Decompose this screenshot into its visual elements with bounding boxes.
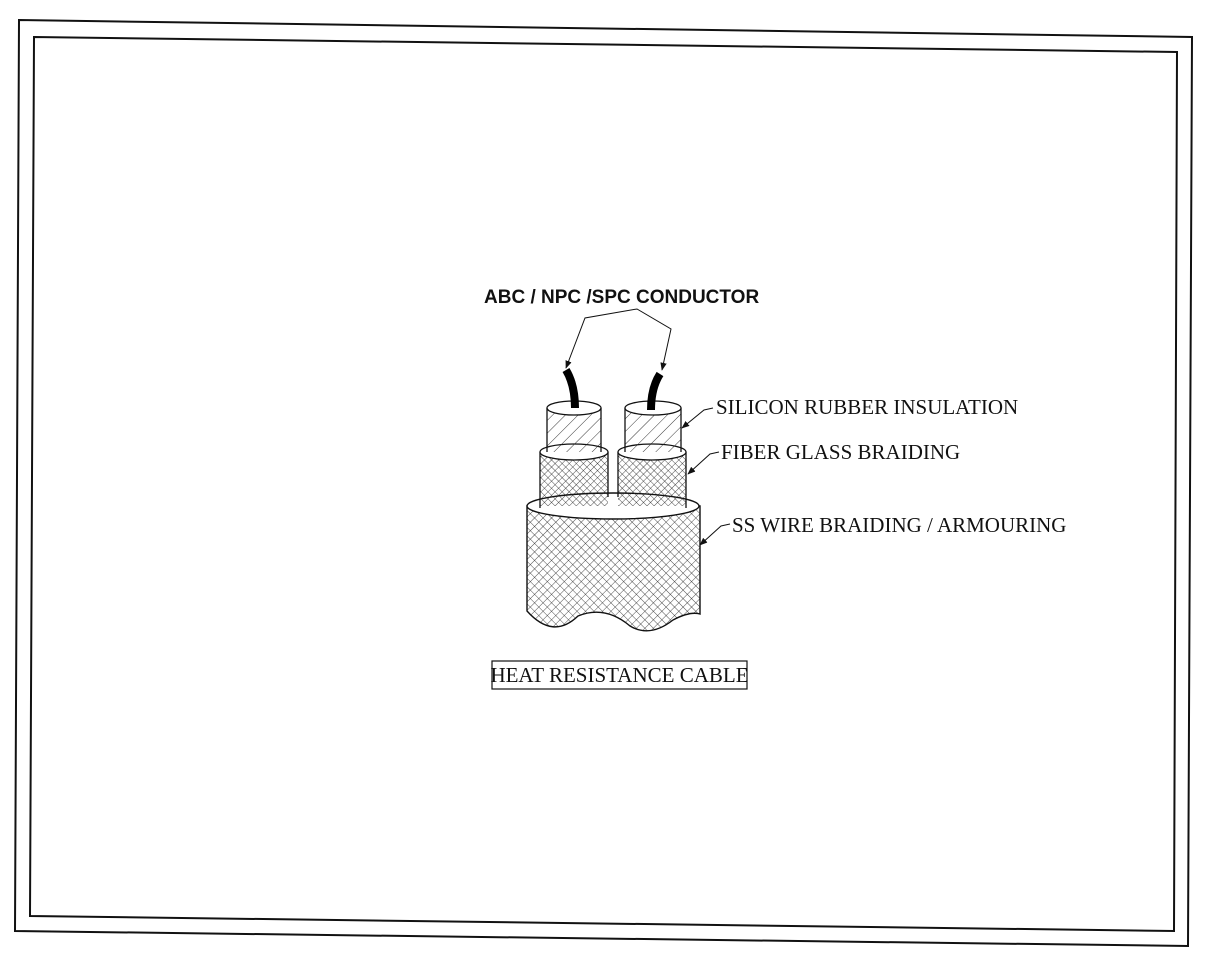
insulation-label: SILICON RUBBER INSULATION	[716, 395, 1018, 419]
ss-wire-braiding-layer	[526, 492, 701, 632]
ss-wire-label: SS WIRE BRAIDING / ARMOURING	[732, 513, 1066, 537]
fiber-glass-callout-leader	[687, 451, 720, 475]
ss-wire-callout-leader	[699, 523, 731, 546]
conductor-callout-leader	[565, 308, 672, 371]
conductor-left	[562, 367, 579, 409]
fiber-glass-braiding-right	[617, 443, 687, 508]
silicon-insulation-left	[546, 400, 602, 452]
conductor-right	[647, 371, 664, 411]
silicon-insulation-right	[624, 400, 682, 452]
fiber-glass-label: FIBER GLASS BRAIDING	[721, 440, 960, 464]
title-box	[491, 660, 748, 690]
insulation-callout-leader	[681, 407, 714, 429]
inner-frame	[28, 35, 1179, 933]
fiber-glass-braiding-left	[539, 443, 609, 508]
diagram-title: HEAT RESISTANCE CABLE	[490, 663, 748, 687]
conductor-label: ABC / NPC /SPC CONDUCTOR	[484, 287, 759, 308]
outer-frame	[13, 18, 1194, 948]
